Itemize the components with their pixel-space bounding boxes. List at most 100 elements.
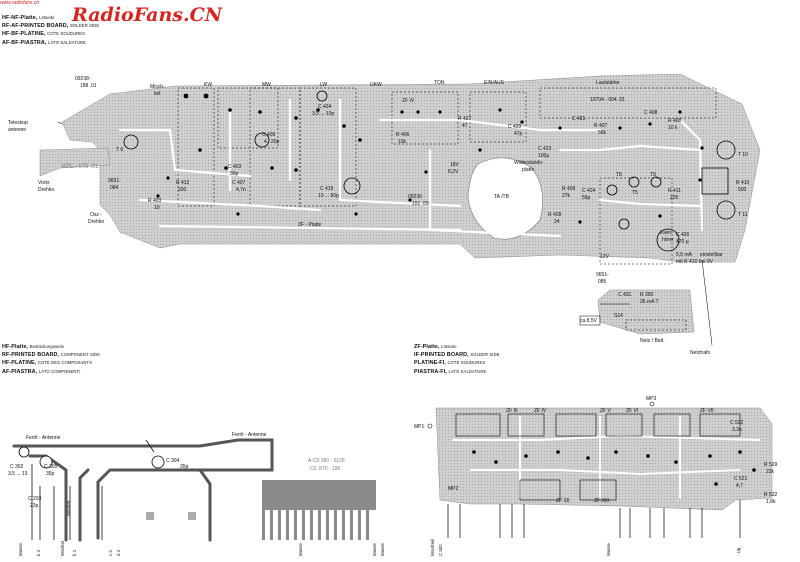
label-c3: c 3: [108, 550, 113, 556]
label-h3: h 3: [72, 549, 77, 556]
label-d3: d 3: [116, 549, 121, 556]
label-r428: R 428: [548, 212, 562, 218]
label-c420-value: 47p: [514, 131, 523, 137]
label-part-code: 19704 - 004 .01: [590, 97, 626, 103]
rf-af-copper: [61, 73, 761, 263]
heatsink: [262, 480, 376, 540]
label-mp3: MP3: [646, 396, 657, 402]
label-c421: C 421: [572, 116, 586, 122]
label-c434-value: 3,5 ... 13p: [312, 111, 335, 117]
header-sub: Lötseite: [39, 15, 55, 20]
label-c418-value: 10 ... 60p: [318, 193, 339, 199]
header-sub: COTE SOUDURES: [447, 360, 486, 366]
label-mischteil: Mischteil: [430, 538, 435, 556]
label-c302: C 302: [10, 464, 24, 470]
label-mp2: MP2: [448, 486, 459, 492]
label-mp1: MP1: [414, 424, 425, 430]
label-c521: C 521: [734, 476, 748, 482]
kleinhoerer-jack: [656, 228, 680, 252]
header-line: RF-PRINTED BOARD,: [2, 352, 60, 359]
label-12v: 12V: [600, 254, 609, 260]
label-mischer-2: Mischer: [66, 500, 71, 516]
label-widerstand: Widerstands-: [514, 160, 544, 166]
label-c521-value: 4,7: [736, 483, 743, 489]
label-c203-value: 22p: [30, 503, 39, 509]
label-zf-vi: ZF VI: [626, 408, 639, 414]
label-r529: R 529: [764, 462, 778, 468]
label-t11: T 11: [738, 212, 748, 218]
netz-switch-box: [625, 319, 687, 331]
label-mischer-1: Mischer: [60, 540, 65, 556]
label-c407: C 407: [232, 180, 246, 186]
label-r350-value: 35 mA T: [640, 299, 659, 305]
label-kw: KW: [204, 82, 213, 88]
label-r406: R 406: [396, 132, 410, 138]
header-line: AF-BF-PIASTRA,: [2, 39, 47, 46]
header-zf: ZF-Platte, Lötseite IF-PRINTED BOARD, SO…: [414, 343, 500, 376]
label-r411: R 411: [668, 188, 681, 194]
label-c305-value: 35p: [46, 471, 55, 477]
label-c502: C 502: [438, 544, 443, 556]
label-antenne: antenne: [8, 127, 27, 133]
label-t9: T9: [650, 172, 656, 178]
transistor-t7: [606, 184, 618, 196]
label-r407: R 407: [594, 123, 608, 129]
label-measure-a: 5,5 mA: [676, 252, 692, 258]
watermark-url: www.radiofans.cn: [0, 0, 40, 6]
label-ferrit-antenne-2: Ferrit - Antenne: [232, 432, 267, 438]
label-r532: R 532: [764, 492, 778, 498]
transistor-box: [701, 167, 729, 195]
label-board-code-2: C0 .870 - 196: [310, 466, 341, 472]
trimmer-c304: [151, 455, 165, 469]
header-line: HF-Platte,: [2, 344, 29, 350]
label-ukw: UKW: [370, 82, 382, 88]
trimmer-c302: [18, 446, 30, 458]
label-board-code-1: A-C0 180 - 0126: [308, 458, 345, 464]
transistor-t11: [716, 200, 736, 220]
label-r403-value: 10: [154, 205, 160, 211]
label-netz-batt: Netz / Batt.: [640, 338, 665, 344]
label-c203: C 203: [28, 496, 42, 502]
header-sub: LATO SALDATURE: [48, 39, 87, 45]
header-line: HF-NF-Platte,: [2, 15, 38, 21]
label-platte: platte: [522, 167, 535, 173]
label-09236b: 151 .03: [412, 201, 429, 207]
ta-tb-cutout: [467, 157, 543, 240]
label-einaus: EIN/AUS: [484, 80, 505, 86]
label-c423: C 423: [538, 146, 552, 152]
trimmer-c409: [254, 132, 270, 148]
label-r350: R 350: [640, 292, 654, 298]
label-mw: MW: [262, 82, 271, 88]
header-sub: LATO SALDATURE: [448, 368, 487, 374]
label-18v: 18V: [450, 162, 459, 168]
label-kleinhoerer-a: Klein-: [660, 230, 673, 236]
label-measure-b: einstellbar: [700, 252, 723, 258]
label-c420: C 420: [508, 124, 522, 130]
label-c418: C 418: [320, 186, 334, 192]
label-kpl: KPL - 079 .01: [62, 164, 99, 170]
label-r532-value: 1,8k: [766, 499, 776, 505]
label-lw: LW: [320, 82, 328, 88]
label-misch: Misch-: [150, 84, 165, 90]
label-c434: C 434: [318, 104, 332, 110]
telescope-antenna-wire: [57, 121, 63, 125]
label-c304: C 304: [166, 458, 180, 464]
capacitor-c428: [618, 218, 630, 230]
left-extension: [39, 147, 111, 177]
label-82v: 8,2V: [448, 169, 459, 175]
header-sub: COMPONENT SIDE: [60, 352, 101, 358]
if-copper: [435, 407, 773, 511]
header-line: AF-PIASTRA,: [2, 368, 38, 375]
pad-left: [146, 512, 154, 520]
label-c424: C 424: [582, 188, 596, 194]
label-teil: teil: [154, 91, 161, 97]
label-r408: R 408: [668, 118, 682, 124]
label-masse-zf: Masse: [606, 543, 611, 556]
rf-af-board: [39, 73, 761, 346]
if-board-solder-side: [427, 401, 773, 538]
label-c409-value: 4...20p: [264, 139, 280, 145]
label-r529-value: 22k: [766, 469, 775, 475]
label-c403: C 403: [228, 164, 242, 170]
label-r412: R 412: [176, 180, 190, 186]
